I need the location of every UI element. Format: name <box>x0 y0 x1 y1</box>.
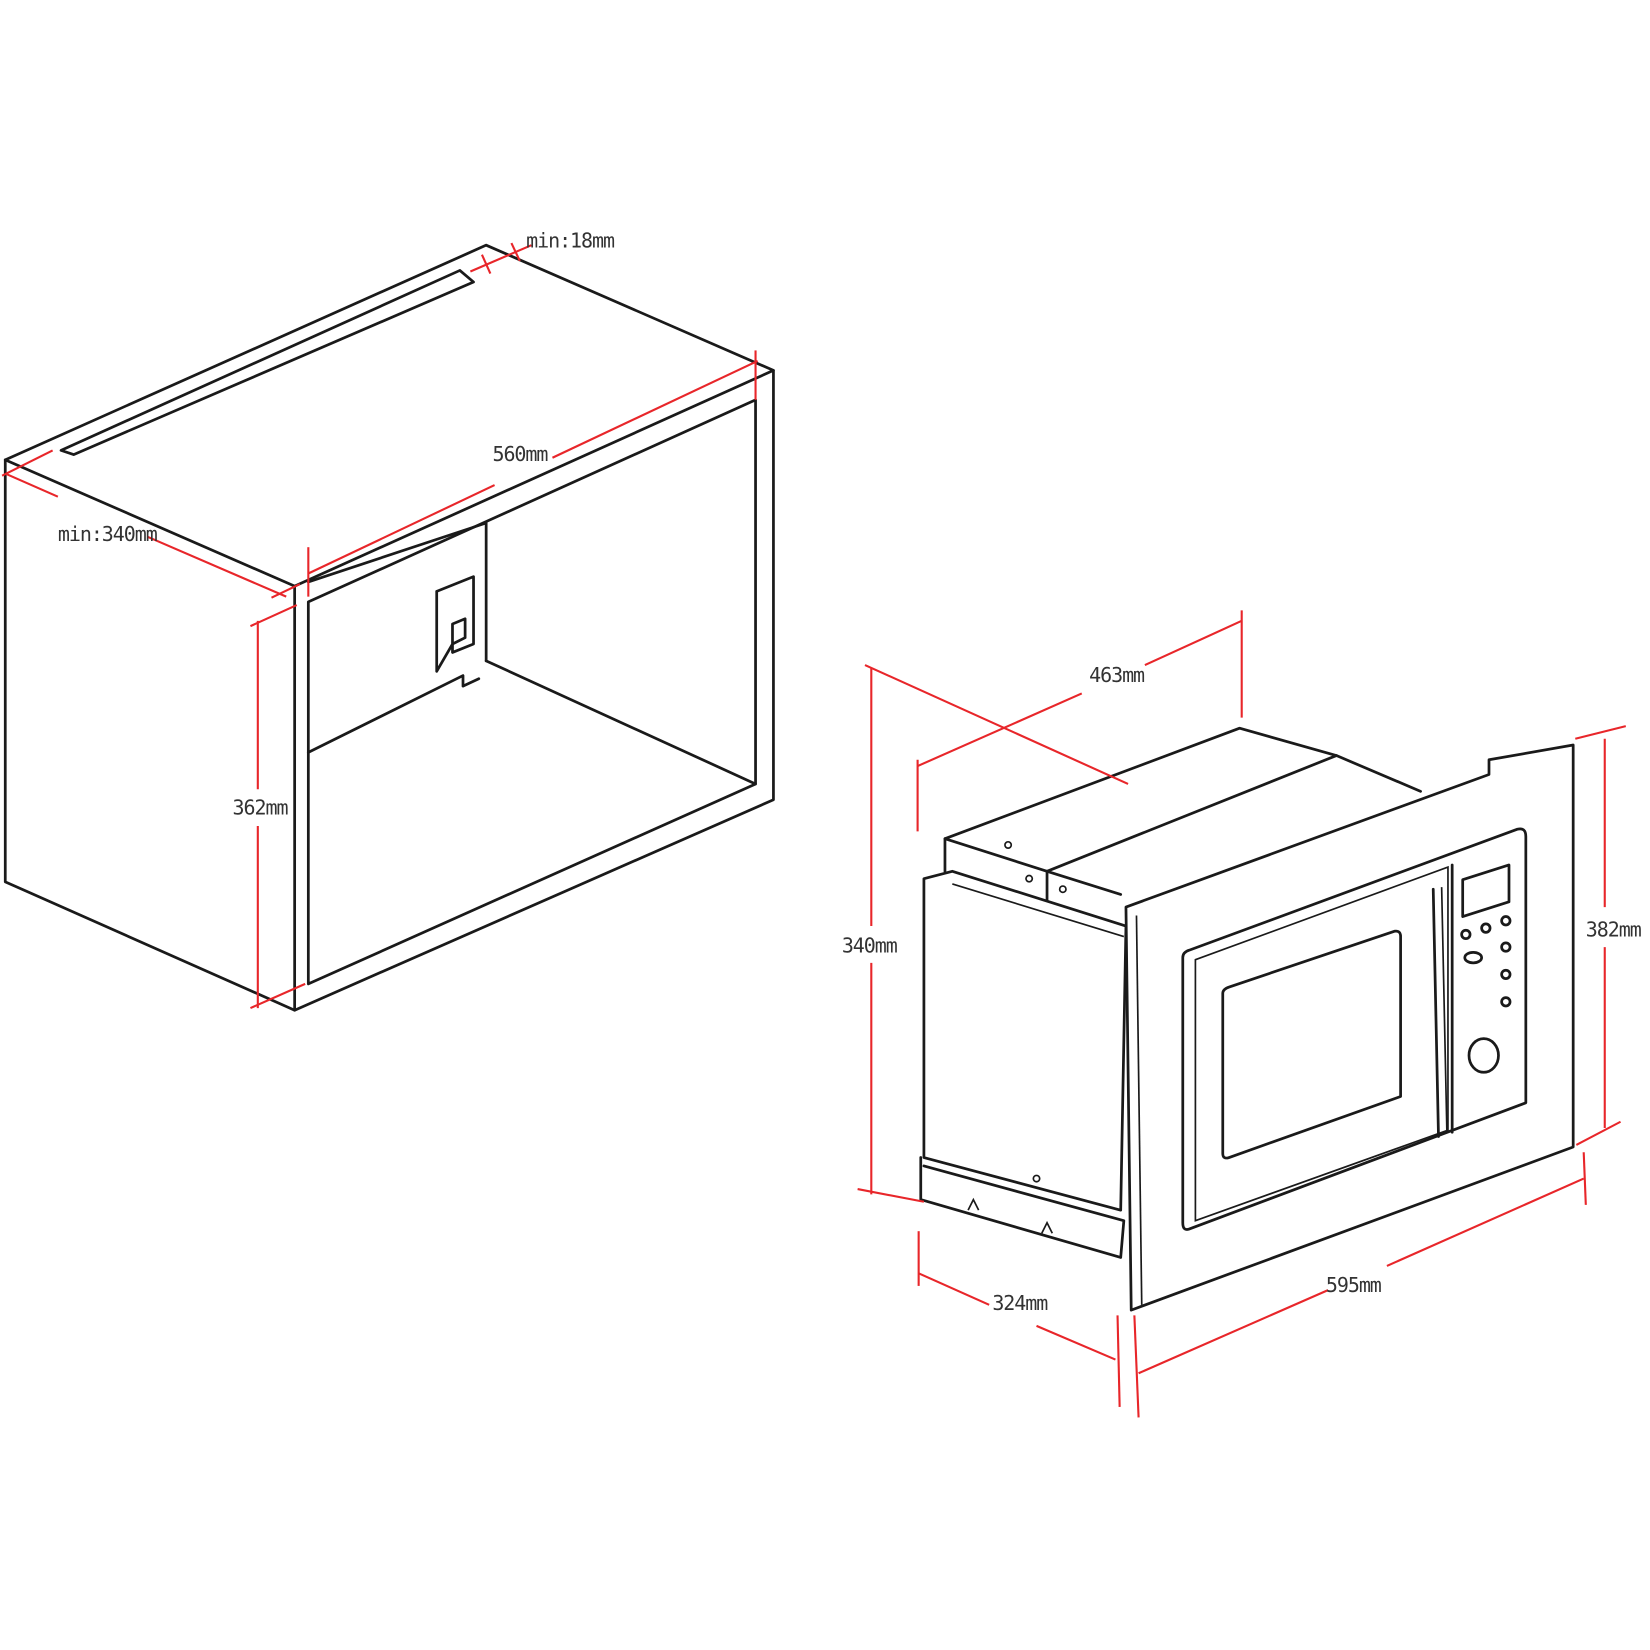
cabinet-bracket <box>435 575 475 673</box>
display-screen <box>1461 863 1511 918</box>
screw-icon <box>1004 840 1013 849</box>
microwave-side-panel <box>922 869 1128 1212</box>
dim-ext <box>1116 1315 1121 1407</box>
dim-line-frame-width <box>1386 1177 1585 1267</box>
dim-ext <box>250 982 306 1010</box>
cabinet-floor-left-edge <box>306 674 481 754</box>
side-panel-edge <box>952 883 1125 938</box>
dim-ext <box>1 449 54 477</box>
tray-foot <box>1041 1220 1054 1234</box>
dim-line-body-depth <box>918 1272 990 1306</box>
dim-ext <box>1133 1315 1140 1418</box>
cabinet-floor-back-edge <box>484 659 757 786</box>
label-height: 362mm <box>233 795 289 819</box>
door-handle-edge <box>1440 887 1448 1134</box>
control-button <box>1500 996 1512 1008</box>
dim-line-top-thickness <box>469 244 532 273</box>
dim-line-body-width <box>917 692 1083 768</box>
cabinet-top-slot <box>59 269 475 456</box>
label-top-thickness: min:18mm <box>526 228 615 252</box>
dim-line-body-depth <box>1036 1324 1116 1361</box>
dim-ext <box>1582 1152 1587 1205</box>
dim-line-width <box>552 359 759 459</box>
screw-icon <box>1058 885 1067 894</box>
microwave-window <box>1221 929 1402 1160</box>
control-button <box>1460 928 1472 941</box>
microwave-top-plate <box>943 726 1422 873</box>
microwave-dimensions: 463mm 340mm 382mm 324mm 595mm <box>842 610 1643 1418</box>
screw-icon <box>1025 874 1034 883</box>
microwave-base-tray <box>919 1156 1126 1259</box>
control-button <box>1500 915 1512 927</box>
control-knob <box>1467 1037 1500 1074</box>
screw-icon <box>1032 1174 1041 1183</box>
control-button-oval <box>1463 950 1484 965</box>
label-frame-width: 595mm <box>1326 1273 1382 1297</box>
dim-ext <box>1575 725 1627 740</box>
cabinet-opening <box>306 398 757 986</box>
dim-ext <box>271 583 301 599</box>
tray-foot <box>967 1197 980 1211</box>
label-depth: min:340mm <box>58 522 158 546</box>
door-inner-frame <box>1194 865 1449 1222</box>
microwave-drawing <box>919 726 1575 1312</box>
label-width: 560mm <box>492 442 548 466</box>
dim-line-width <box>307 484 496 575</box>
dim-tick <box>510 242 521 262</box>
microwave-top-right-rail <box>1045 869 1123 896</box>
label-body-width: 463mm <box>1089 663 1145 687</box>
door-handle <box>1431 887 1440 1138</box>
control-button <box>1500 968 1512 981</box>
dim-ext <box>857 1188 925 1203</box>
cabinet-back-top-edge <box>306 521 488 663</box>
control-button <box>1500 941 1512 953</box>
frame-edge <box>1135 915 1143 1305</box>
cabinet-outline <box>3 243 775 1012</box>
microwave-door-frame <box>1181 827 1528 1231</box>
label-body-height: 340mm <box>842 933 898 957</box>
dim-line-frame-width <box>1138 1289 1329 1375</box>
microwave-front-frame <box>1124 743 1575 1312</box>
cabinet-drawing <box>3 243 775 1012</box>
dim-line-body-width <box>1144 619 1243 667</box>
dim-ext <box>250 604 298 628</box>
dim-ext <box>864 664 1129 785</box>
dim-tick <box>480 254 492 275</box>
dim-line-depth <box>146 535 287 598</box>
dim-line-depth <box>4 472 59 498</box>
cabinet-dimensions: min:18mm 560mm min:340mm 362mm <box>1 228 759 1010</box>
dim-ext <box>1575 1120 1622 1146</box>
control-button <box>1480 922 1492 934</box>
label-frame-height: 382mm <box>1586 918 1642 942</box>
microwave-top-left-rail <box>943 754 1338 873</box>
label-body-depth: 324mm <box>992 1291 1048 1315</box>
